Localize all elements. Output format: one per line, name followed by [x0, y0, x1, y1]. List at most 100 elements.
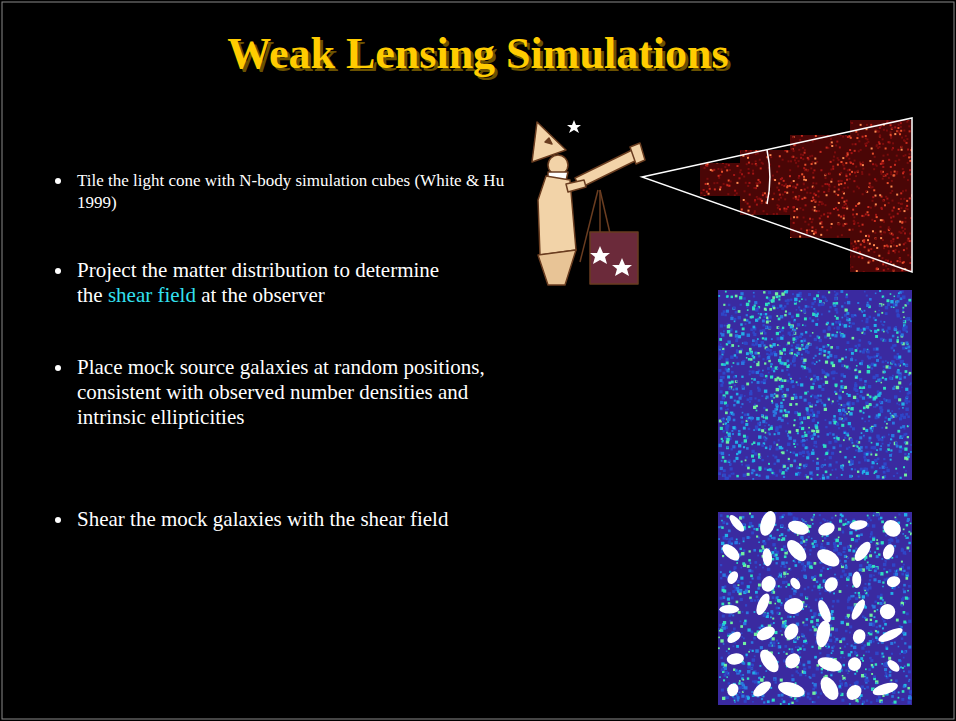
texture-dot: [733, 404, 735, 406]
texture-dot: [833, 268, 835, 270]
texture-dot: [793, 443, 795, 445]
texture-dot: [756, 204, 758, 206]
texture-dot: [789, 169, 791, 171]
texture-dot: [758, 129, 760, 131]
texture-dot: [865, 135, 867, 137]
texture-dot: [767, 456, 769, 458]
texture-dot: [734, 147, 736, 149]
texture-dot: [712, 226, 714, 228]
texture-dot: [732, 131, 734, 133]
texture-dot: [762, 222, 764, 224]
texture-dot: [824, 270, 826, 272]
texture-dot: [869, 298, 872, 301]
texture-dot: [824, 119, 826, 121]
texture-dot: [862, 411, 864, 413]
texture-dot: [838, 427, 840, 429]
texture-dot: [800, 244, 802, 246]
texture-dot: [812, 257, 814, 259]
texture-dot: [829, 346, 832, 349]
texture-dot: [849, 412, 852, 415]
texture-dot: [824, 268, 826, 270]
texture-dot: [882, 138, 884, 140]
field-texture: [718, 290, 912, 480]
texture-dot: [904, 154, 906, 156]
texture-dot: [844, 437, 846, 439]
texture-dot: [860, 149, 862, 151]
texture-dot: [861, 432, 863, 434]
texture-dot: [786, 365, 789, 368]
texture-dot: [897, 260, 899, 262]
texture-dot: [749, 221, 751, 223]
texture-dot: [782, 251, 784, 253]
texture-dot: [841, 234, 843, 236]
texture-dot: [741, 223, 743, 225]
texture-dot: [802, 444, 805, 447]
texture-dot: [879, 135, 881, 137]
texture-dot: [725, 235, 727, 237]
texture-dot: [893, 269, 895, 271]
texture-dot: [819, 268, 821, 270]
texture-dot: [741, 464, 743, 466]
texture-dot: [787, 443, 790, 446]
texture-dot: [769, 448, 771, 450]
texture-dot: [883, 221, 885, 223]
texture-dot: [846, 179, 848, 181]
texture-dot: [908, 153, 910, 155]
texture-dot: [724, 197, 726, 199]
texture-dot: [721, 171, 723, 173]
texture-dot: [863, 435, 865, 437]
table-star: [590, 246, 610, 264]
texture-dot: [727, 193, 729, 195]
texture-dot: [793, 222, 795, 224]
texture-dot: [711, 197, 713, 199]
texture-dot: [890, 261, 892, 263]
texture-dot: [810, 123, 812, 125]
texture-dot: [746, 303, 749, 306]
texture-dot: [908, 156, 910, 158]
texture-dot: [764, 144, 766, 146]
texture-dot: [876, 145, 878, 147]
texture-dot: [841, 251, 843, 253]
texture-dot: [797, 165, 799, 167]
texture-dot: [887, 303, 890, 306]
texture-dot: [829, 120, 831, 122]
texture-dot: [872, 259, 874, 261]
texture-dot: [880, 171, 882, 173]
texture-dot: [719, 136, 721, 138]
texture-dot: [900, 361, 903, 364]
texture-dot: [755, 141, 757, 143]
texture-dot: [710, 137, 712, 139]
texture-dot: [866, 304, 869, 307]
texture-dot: [844, 386, 847, 389]
texture-dot: [794, 159, 796, 161]
texture-dot: [761, 253, 763, 255]
texture-dot: [720, 467, 723, 470]
texture-dot: [706, 191, 708, 193]
texture-dot: [854, 172, 856, 174]
texture-dot: [776, 187, 778, 189]
texture-dot: [908, 125, 910, 127]
texture-dot: [776, 124, 778, 126]
texture-dot: [857, 393, 859, 395]
texture-dot: [735, 270, 737, 272]
texture-dot: [803, 183, 805, 185]
texture-dot: [711, 223, 713, 225]
texture-dot: [813, 263, 815, 265]
texture-dot: [829, 143, 831, 145]
texture-dot: [792, 293, 794, 295]
texture-dot: [709, 266, 711, 268]
texture-dot: [725, 391, 728, 394]
texture-dot: [723, 262, 725, 264]
texture-dot: [743, 130, 745, 132]
texture-dot: [761, 144, 763, 146]
texture-dot: [871, 363, 874, 366]
texture-dot: [793, 424, 795, 426]
texture-dot: [858, 187, 860, 189]
texture-dot: [811, 163, 813, 165]
texture-dot: [802, 209, 804, 211]
texture-dot: [725, 224, 727, 226]
texture-dot: [893, 174, 895, 176]
texture-dot: [905, 408, 908, 411]
texture-dot: [784, 240, 786, 242]
texture-dot: [734, 384, 736, 386]
